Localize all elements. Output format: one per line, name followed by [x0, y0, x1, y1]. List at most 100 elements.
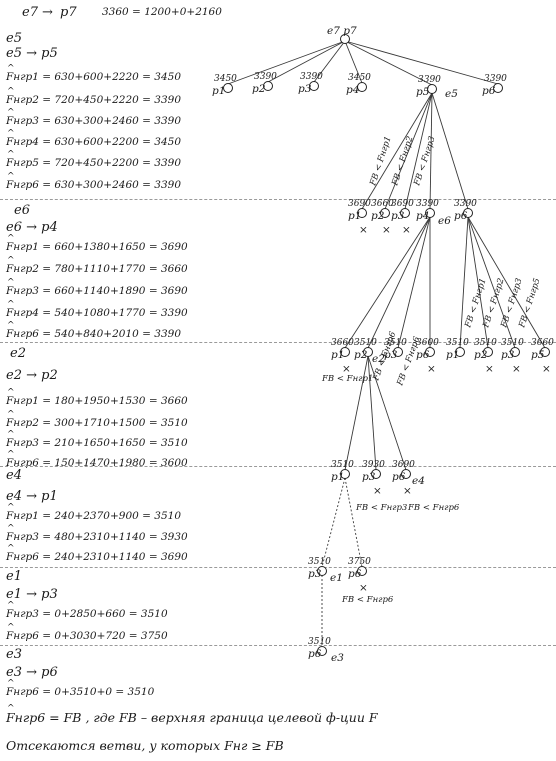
tree-node-label: p3: [501, 349, 515, 361]
tree-node-circle: [425, 208, 435, 218]
tree-edge: [467, 216, 489, 349]
tree-node-label: p1: [212, 85, 225, 97]
tree-edge: [344, 355, 369, 471]
tree-edge: [467, 216, 516, 349]
tree-node-label: p4: [416, 210, 429, 222]
branch-condition: FB < Fнгр1: [321, 374, 373, 384]
equation-row: Fнгр6 = 540+840+2010 = 3390: [6, 322, 181, 340]
tree-node-circle: [401, 469, 411, 479]
tree-node-value: 3690: [391, 199, 414, 209]
pruned-mark: ×: [542, 363, 551, 375]
tree-node-value: 3690: [392, 460, 415, 470]
tree-node-circle: [393, 347, 403, 357]
section-move-e4: e4 → p1: [6, 489, 58, 504]
tree-node-label: p4: [346, 84, 359, 96]
tree-node-circle: [309, 81, 319, 91]
branch-condition: FB < Fнгр6: [341, 595, 394, 605]
equation-row: Fнгр4 = 540+1080+1770 = 3390: [6, 301, 188, 319]
section-divider: [0, 342, 556, 343]
tree-edge: [267, 40, 346, 83]
pruned-mark: ×: [403, 485, 412, 497]
equation-row: Fнгр2 = 780+1110+1770 = 3660: [6, 257, 188, 275]
tree-level-label: e5: [445, 88, 458, 100]
section-move-e6: e6 → p4: [6, 220, 58, 235]
tree-edge: [367, 355, 407, 471]
tree-node-value: 3510: [308, 637, 331, 647]
tree-node-label: p1: [331, 349, 344, 361]
pruned-mark: ×: [382, 224, 391, 236]
equation-row: Fнгр3 = 660+1140+1890 = 3690: [6, 279, 188, 297]
equation-row: Fнгр3 = 210+1650+1650 = 3510: [6, 431, 188, 449]
tree-node-circle: [425, 347, 435, 357]
section-title-e6: e6: [14, 203, 30, 218]
tree-node-value: 3660: [331, 338, 354, 348]
pruned-mark: ×: [427, 363, 436, 375]
tree-root-circle: [340, 34, 350, 44]
tree-node-label: p6: [482, 85, 496, 97]
equation-row: Fнгр2 = 300+1710+1500 = 3510: [6, 411, 188, 429]
pruned-mark: ×: [512, 363, 521, 375]
tree-node-value: 3750: [348, 557, 371, 567]
equation-row: Fнгр1 = 630+600+2220 = 3450: [6, 65, 181, 83]
pruned-mark: ×: [359, 582, 368, 594]
tree-node-circle: [483, 347, 493, 357]
section-divider: [0, 645, 556, 646]
top-right-label: p7: [60, 5, 77, 20]
tree-node-label: p2: [354, 349, 368, 361]
tree-node-label: p6: [348, 568, 362, 580]
tree-edge: [367, 216, 431, 349]
section-move-e1: e1 → p3: [6, 587, 58, 602]
equation-row: Fнгр6 = 630+300+2460 = 3390: [6, 173, 181, 191]
tree-node-label: p2: [371, 210, 385, 222]
tree-node-circle: [371, 469, 381, 479]
tree-edge: [227, 40, 346, 85]
tree-node-circle: [493, 83, 503, 93]
tree-node-value: 3390: [300, 72, 323, 82]
equation-row: Fнгр4 = 630+600+2200 = 3450: [6, 130, 181, 148]
tree-node-circle: [510, 347, 520, 357]
tree-edge: [384, 92, 433, 210]
section-title-e5: e5: [6, 31, 22, 46]
tree-node-value: 3660: [371, 199, 394, 209]
equation-row: Fнгр6 = 150+1470+1980 = 3600: [6, 451, 188, 469]
tree-node-circle: [357, 208, 367, 218]
tree-node-value: 3930: [362, 460, 385, 470]
tree-node-circle: [263, 81, 273, 91]
tree-edge: [367, 355, 377, 471]
tree-node-value: 3510: [474, 338, 497, 348]
tree-edge: [344, 216, 431, 349]
section-move-e3: e3 → p6: [6, 665, 58, 680]
section-title-e3: e3: [6, 647, 22, 662]
section-divider: [0, 199, 556, 200]
tree-node-circle: [363, 347, 373, 357]
tree-level-label: e2: [372, 353, 385, 365]
tree-node-label: p1: [331, 471, 344, 483]
tree-node-value: 3660: [531, 338, 554, 348]
tree-node-circle: [463, 208, 473, 218]
pruned-mark: ×: [485, 363, 494, 375]
tree-node-circle: [223, 83, 233, 93]
pruning-rule-note: Отсекаются ветви, у которых Fнг ≥ FB: [6, 738, 284, 753]
section-title-e2: e2: [10, 346, 26, 361]
tree-node-label: p3: [391, 210, 405, 222]
tree-node-value: 3390: [454, 199, 477, 209]
tree-edge: [344, 40, 433, 86]
tree-edge: [344, 40, 499, 85]
upper-bound-note: Fнгр6 = FB , где FB – верхняя граница це…: [6, 705, 378, 725]
section-title-e1: e1: [6, 569, 22, 584]
tree-level-label: e1: [330, 572, 343, 584]
equation-row: Fнгр3 = 0+2850+660 = 3510: [6, 602, 168, 620]
branch-condition: FB < Fнгр1: [368, 135, 394, 188]
section-title-e4: e4: [6, 468, 22, 483]
tree-edge: [431, 92, 469, 210]
tree-node-circle: [340, 469, 350, 479]
section-move-e2: e2 → p2: [6, 368, 58, 383]
tree-node-value: 3510: [331, 460, 354, 470]
tree-node-value: 3510: [384, 338, 407, 348]
pruned-mark: ×: [373, 485, 382, 497]
tree-node-value: 3510: [308, 557, 331, 567]
tree-node-value: 3390: [418, 75, 441, 85]
tree-edge: [404, 92, 433, 210]
